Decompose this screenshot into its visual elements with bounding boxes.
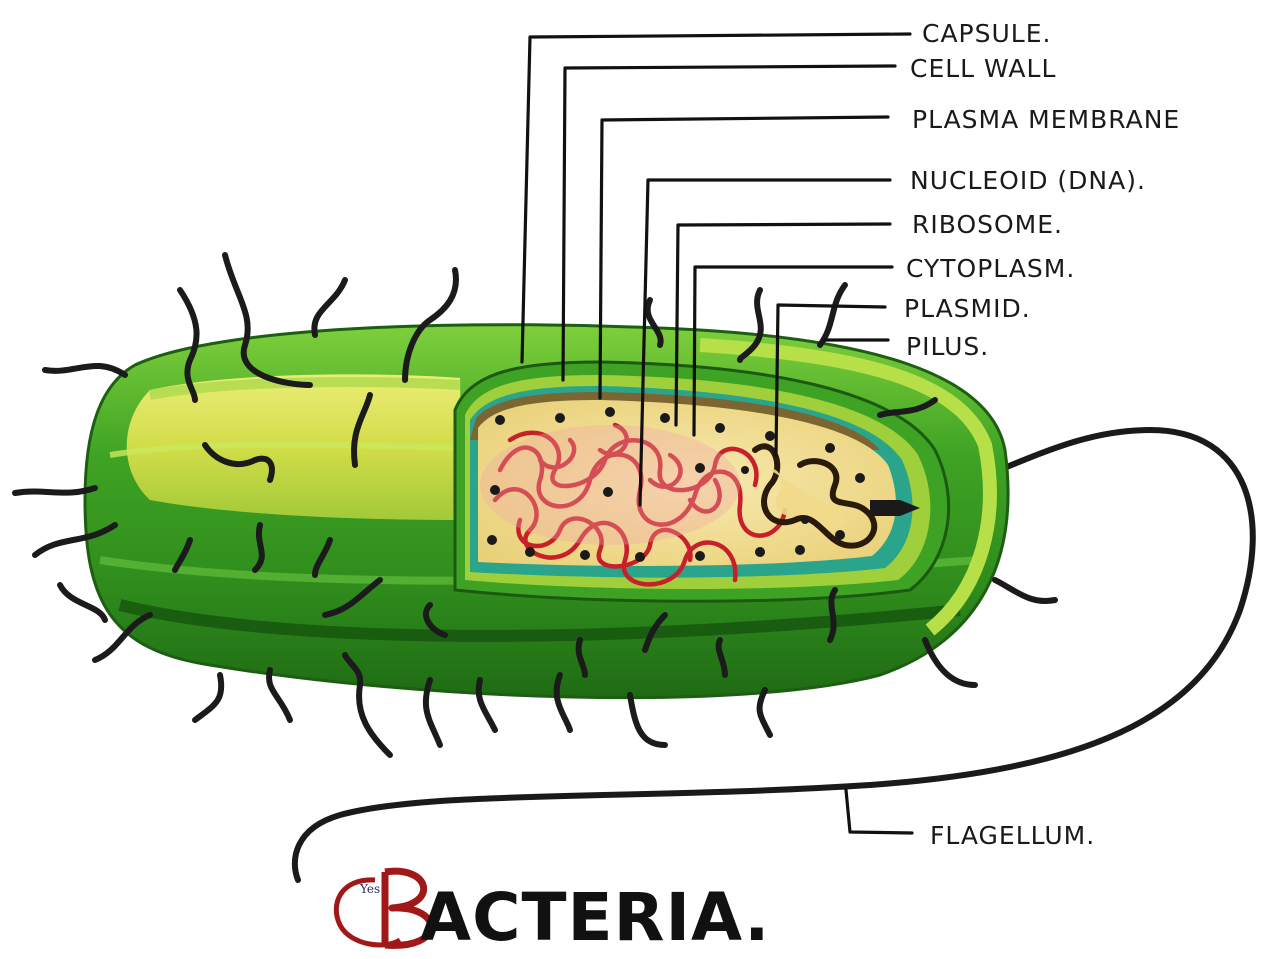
label-pilus: PILUS.	[906, 332, 989, 361]
label-nucleoid: NUCLEOID (DNA).	[910, 166, 1146, 195]
leader-capsule	[522, 34, 910, 362]
nucleoid-glow	[480, 425, 740, 545]
seal-text: Yes	[359, 882, 380, 896]
leader-flagellum	[846, 790, 912, 833]
label-flagellum: FLAGELLUM.	[930, 821, 1095, 850]
title: Yes ACTERIA.	[336, 871, 770, 956]
label-ribosome: RIBOSOME.	[912, 210, 1063, 239]
label-cell-wall: CELL WALL	[910, 54, 1056, 83]
title-text: ACTERIA.	[420, 879, 770, 956]
label-capsule: CAPSULE.	[922, 19, 1051, 48]
title-initial-seal: Yes	[336, 871, 431, 945]
label-cytoplasm: CYTOPLASM.	[906, 254, 1075, 283]
label-plasma-membrane: PLASMA MEMBRANE	[912, 105, 1180, 134]
label-plasmid: PLASMID.	[904, 294, 1031, 323]
